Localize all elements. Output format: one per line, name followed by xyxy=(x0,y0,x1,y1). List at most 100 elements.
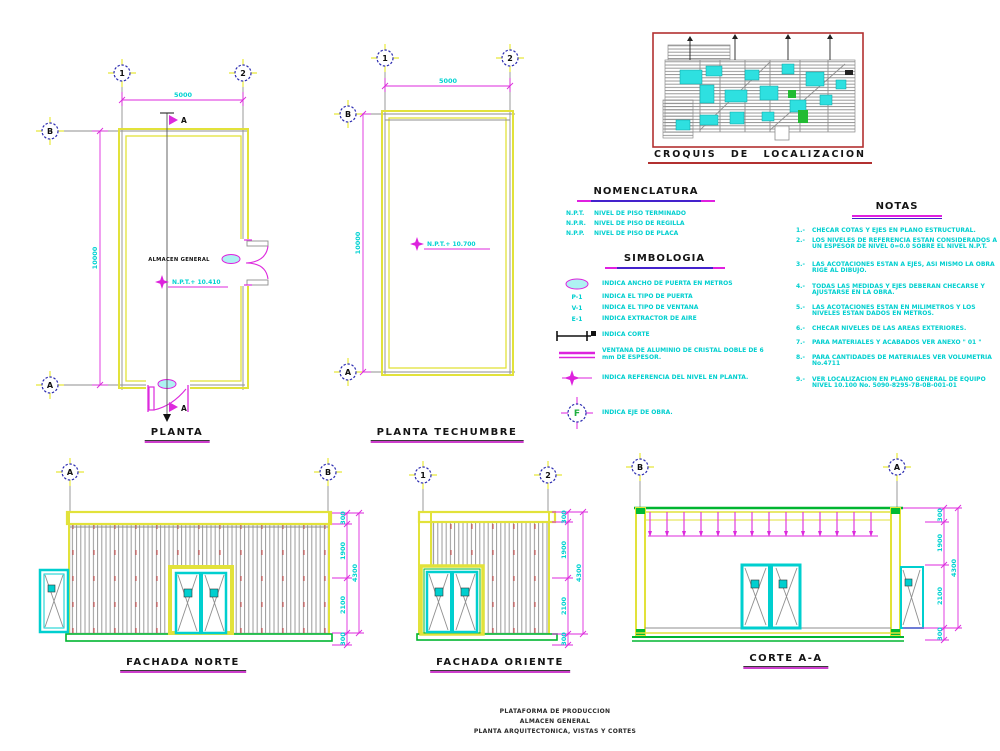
dim-label: 5000 xyxy=(439,77,458,85)
svg-text:A: A xyxy=(67,468,74,477)
svg-text:300: 300 xyxy=(560,510,568,524)
svg-text:A: A xyxy=(345,368,352,377)
level-marker: N.P.T.+ 10.410 xyxy=(155,275,228,289)
simbologia-item: INDICA REFERENCIA DEL NIVEL EN PLANTA. xyxy=(552,369,777,387)
axis-marker: 2 xyxy=(229,59,257,87)
simbologia-item: E-1 INDICA EXTRACTOR DE AIRE xyxy=(552,316,777,323)
simbologia-item: F INDICA EJE DE OBRA. xyxy=(552,396,777,430)
title-block: PLATAFORMA DE PRODUCCION ALMACEN GENERAL… xyxy=(435,707,675,737)
svg-text:2100: 2100 xyxy=(560,596,568,615)
svg-text:2: 2 xyxy=(545,471,551,480)
axis-marker: 1 xyxy=(108,59,136,87)
planta-label: PLANTA xyxy=(144,427,210,443)
abbr: N.P.R. xyxy=(566,220,586,227)
double-door xyxy=(419,564,485,636)
simbologia-item: V-1 INDICA EL TIPO DE VENTANA xyxy=(552,305,777,312)
level-text: N.P.T.+ 10.700 xyxy=(427,241,476,248)
nomenclatura-item: N.P.R. NIVEL DE PISO DE REGILLA xyxy=(566,220,726,227)
svg-text:300: 300 xyxy=(339,511,347,525)
axis-marker: 2 xyxy=(496,44,524,72)
axis-marker: A xyxy=(334,358,362,386)
svg-text:A: A xyxy=(47,381,54,390)
section-cut-icon xyxy=(552,328,602,342)
svg-text:F: F xyxy=(574,409,580,419)
simbologia-item: INDICA CORTE xyxy=(552,328,777,342)
notas-section: NOTAS 1.-CHECAR COTAS Y EJES EN PLANO ES… xyxy=(796,201,998,390)
door-opening xyxy=(238,239,252,286)
dim-label: 10000 xyxy=(354,231,362,254)
axis-marker: 1 xyxy=(409,461,437,489)
svg-text:4300: 4300 xyxy=(575,563,583,582)
svg-text:2: 2 xyxy=(507,54,513,63)
nota: 2.-LOS NIVELES DE REFERENCIA ESTAN CONSI… xyxy=(796,236,997,251)
entry-door-swing xyxy=(147,385,189,412)
notas-underline-blue xyxy=(852,218,942,220)
site-plan-graphic xyxy=(662,34,856,141)
title-line-3: PLANTA ARQUITECTONICA, VISTAS Y CORTES xyxy=(473,728,637,735)
title-line-2: ALMACEN GENERAL xyxy=(519,718,591,725)
nota: 8.-PARA CANTIDADES DE MATERIALES VER VOL… xyxy=(796,353,992,368)
corte-label: CORTE A-A xyxy=(743,653,830,669)
double-door-swing xyxy=(244,239,269,286)
svg-text:1900: 1900 xyxy=(339,541,347,560)
fachada-oriente-view: 300 1900 2100 4300 300 1 2 xyxy=(409,461,588,649)
desc: NIVEL DE PISO DE PLACA xyxy=(594,230,679,237)
nota: 4.-TODAS LAS MEDIDAS Y EJES DEBERAN CHEC… xyxy=(796,282,985,297)
dimension-width: 5000 xyxy=(118,91,247,106)
svg-text:B: B xyxy=(345,110,351,119)
axis-marker: 2 xyxy=(534,461,562,489)
roof-joist-hatch xyxy=(648,512,878,537)
axis-marker: B xyxy=(314,458,342,486)
notas-underline-magenta xyxy=(852,215,942,217)
side-door xyxy=(38,568,70,634)
fachada-oriente-label: FACHADA ORIENTE xyxy=(430,657,570,673)
room-label: ALMACEN GENERAL xyxy=(148,257,210,263)
notas-title: NOTAS xyxy=(875,201,919,212)
dim-label: 10000 xyxy=(91,246,99,269)
dimensions: 300 1900 2100 4300 300 xyxy=(552,508,588,649)
simbologia-section: SIMBOLOGIA INDICA ANCHO DE PUERTA EN MET… xyxy=(552,253,777,430)
croquis-view xyxy=(652,32,864,148)
section-cut-line: A A xyxy=(160,112,187,422)
svg-text:1: 1 xyxy=(420,471,426,480)
level-text: N.P.T.+ 10.410 xyxy=(172,279,221,286)
nota: 5.-LAS ACOTACIONES ESTAN EN MILIMETROS Y… xyxy=(796,303,976,318)
svg-text:2: 2 xyxy=(240,69,246,78)
svg-text:4300: 4300 xyxy=(950,558,958,577)
svg-text:1900: 1900 xyxy=(560,540,568,559)
window-type-tag: V-1 xyxy=(571,305,583,312)
level-marker: N.P.T.+ 10.700 xyxy=(410,237,490,251)
axis-marker: B xyxy=(334,100,362,128)
planta-techumbre-view: 5000 10000 N.P.T.+ 10.700 1 2 xyxy=(334,44,524,386)
title-line-1: PLATAFORMA DE PRODUCCION xyxy=(499,708,611,715)
desc: NIVEL DE PISO DE REGILLA xyxy=(594,220,685,227)
nota: 7.-PARA MATERIALES Y ACABADOS VER ANEXO … xyxy=(796,339,982,347)
svg-text:B: B xyxy=(637,463,643,472)
level-star-icon xyxy=(552,369,602,387)
svg-text:300: 300 xyxy=(936,627,944,641)
fachada-norte-label: FACHADA NORTE xyxy=(120,657,246,673)
roof-outline xyxy=(381,110,514,376)
corte-view: 300 1900 2100 4300 300 B A xyxy=(626,453,962,644)
nomenclatura-item: N.P.P. NIVEL DE PISO DE PLACA xyxy=(566,230,726,237)
axis-marker: B xyxy=(36,117,64,145)
fachada-norte-view: 300 1900 2100 4300 300 A B xyxy=(38,458,364,649)
svg-text:300: 300 xyxy=(560,632,568,646)
simbologia-item: VENTANA DE ALUMINIO DE CRISTAL DOBLE DE … xyxy=(552,347,777,361)
nomenclatura-section: NOMENCLATURA N.P.T. NIVEL DE PISO TERMIN… xyxy=(566,186,726,240)
section-letter: A xyxy=(181,404,187,413)
nomenclatura-title: NOMENCLATURA xyxy=(593,186,699,197)
nomenclatura-underline xyxy=(577,200,715,202)
interior-double-door xyxy=(740,563,802,630)
axis-marker: A xyxy=(56,458,84,486)
door-width-oval-icon xyxy=(552,278,602,290)
dimensions: 300 1900 2100 4300 300 xyxy=(903,504,962,644)
svg-text:B: B xyxy=(325,468,331,477)
dim-label: 5000 xyxy=(174,91,193,99)
extractor-tag: E-1 xyxy=(571,316,583,323)
dimension-height: 10000 xyxy=(91,127,108,389)
axis-grid-lines xyxy=(358,66,515,376)
section-letter: A xyxy=(181,116,187,125)
croquis-label: CROQUIS DE LOCALIZACION xyxy=(648,149,872,164)
